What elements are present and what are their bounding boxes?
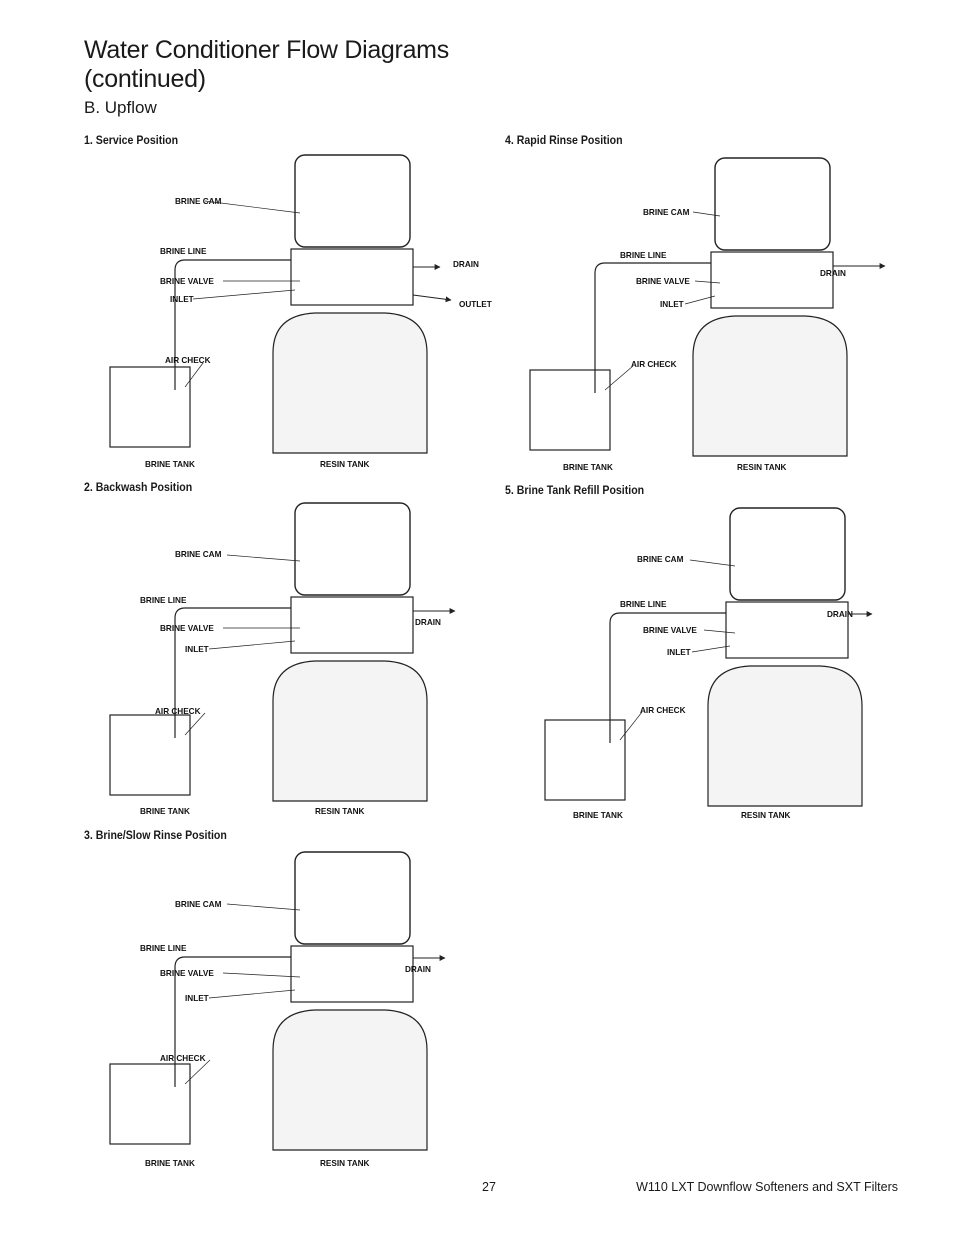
diagram-service: BRINE CAM BRINE LINE BRINE VALVE INLET A… — [109, 154, 492, 469]
caption-service: 1. Service Position — [84, 135, 179, 147]
page-title: Water Conditioner Flow Diagrams (continu… — [84, 36, 449, 94]
document-title: W110 LXT Downflow Softeners and SXT Filt… — [636, 1180, 898, 1194]
label-air-check: AIR CHECK — [160, 1054, 206, 1063]
brine-tank — [529, 369, 611, 451]
label-inlet: INLET — [660, 300, 684, 309]
resin-tank — [272, 660, 428, 802]
brine-line — [174, 956, 295, 1087]
control-valve-head — [294, 154, 411, 248]
label-drain: DRAIN — [820, 269, 846, 278]
valve-body — [290, 596, 414, 654]
resin-tank — [272, 312, 428, 454]
label-drain: DRAIN — [405, 965, 431, 974]
caption-brine-tank-refill: 5. Brine Tank Refill Position — [505, 485, 645, 497]
label-brine-tank: BRINE TANK — [563, 463, 613, 472]
label-inlet: INLET — [667, 648, 691, 657]
label-brine-line: BRINE LINE — [160, 247, 207, 256]
label-brine-cam: BRINE CAM — [643, 208, 690, 217]
section-subtitle: B. Upflow — [84, 98, 157, 117]
label-inlet: INLET — [185, 994, 209, 1003]
label-drain: DRAIN — [827, 610, 853, 619]
label-brine-valve: BRINE VALVE — [643, 626, 697, 635]
brine-tank — [544, 719, 626, 801]
brine-line — [174, 607, 295, 738]
label-drain: DRAIN — [415, 618, 441, 627]
label-brine-valve: BRINE VALVE — [160, 277, 214, 286]
label-brine-tank: BRINE TANK — [145, 1159, 195, 1168]
caption-brine-slow-rinse: 3. Brine/Slow Rinse Position — [84, 830, 227, 842]
caption-rapid-rinse: 4. Rapid Rinse Position — [505, 135, 623, 147]
label-resin-tank: RESIN TANK — [320, 1159, 370, 1168]
valve-body — [290, 945, 414, 1003]
control-valve-head — [729, 507, 846, 601]
page-title-line2: (continued) — [84, 65, 206, 93]
label-brine-cam: BRINE CAM — [175, 197, 222, 206]
caption-backwash: 2. Backwash Position — [84, 482, 193, 494]
valve-body — [710, 251, 834, 309]
control-valve-head — [714, 157, 831, 251]
label-air-check: AIR CHECK — [640, 706, 686, 715]
control-valve-head — [294, 851, 411, 945]
label-brine-tank: BRINE TANK — [573, 811, 623, 820]
label-brine-valve: BRINE VALVE — [160, 624, 214, 633]
label-brine-line: BRINE LINE — [140, 944, 187, 953]
label-resin-tank: RESIN TANK — [320, 460, 370, 469]
label-brine-cam: BRINE CAM — [175, 900, 222, 909]
page-title-line1: Water Conditioner Flow Diagrams — [84, 36, 449, 64]
label-brine-cam: BRINE CAM — [175, 550, 222, 559]
valve-body — [290, 248, 414, 306]
label-resin-tank: RESIN TANK — [315, 807, 365, 816]
label-brine-cam: BRINE CAM — [637, 555, 684, 564]
label-drain: DRAIN — [453, 260, 479, 269]
brine-tank — [109, 366, 191, 448]
brine-line — [594, 262, 715, 393]
brine-tank — [109, 714, 191, 796]
diagram-brine-slow-rinse: BRINE CAM BRINE LINE BRINE VALVE INLET A… — [109, 851, 446, 1168]
label-brine-tank: BRINE TANK — [140, 807, 190, 816]
label-outlet: OUTLET — [459, 300, 492, 309]
label-brine-line: BRINE LINE — [620, 600, 667, 609]
label-resin-tank: RESIN TANK — [737, 463, 787, 472]
valve-body — [725, 601, 849, 659]
resin-tank — [272, 1009, 428, 1151]
resin-tank — [692, 315, 848, 457]
brine-line — [174, 259, 295, 390]
label-air-check: AIR CHECK — [165, 356, 211, 365]
resin-tank — [707, 665, 863, 807]
control-valve-head — [294, 502, 411, 596]
label-brine-line: BRINE LINE — [620, 251, 667, 260]
page-number: 27 — [482, 1180, 496, 1194]
label-air-check: AIR CHECK — [155, 707, 201, 716]
label-brine-line: BRINE LINE — [140, 596, 187, 605]
label-brine-tank: BRINE TANK — [145, 460, 195, 469]
diagram-brine-tank-refill: BRINE CAM BRINE LINE BRINE VALVE INLET A… — [544, 507, 873, 820]
brine-tank — [109, 1063, 191, 1145]
brine-line — [609, 612, 730, 743]
diagram-rapid-rinse: BRINE CAM BRINE LINE BRINE VALVE INLET A… — [529, 157, 886, 472]
label-air-check: AIR CHECK — [631, 360, 677, 369]
label-brine-valve: BRINE VALVE — [636, 277, 690, 286]
label-resin-tank: RESIN TANK — [741, 811, 791, 820]
label-inlet: INLET — [170, 295, 194, 304]
label-brine-valve: BRINE VALVE — [160, 969, 214, 978]
label-inlet: INLET — [185, 645, 209, 654]
diagram-backwash: BRINE CAM BRINE LINE BRINE VALVE INLET A… — [109, 502, 456, 816]
